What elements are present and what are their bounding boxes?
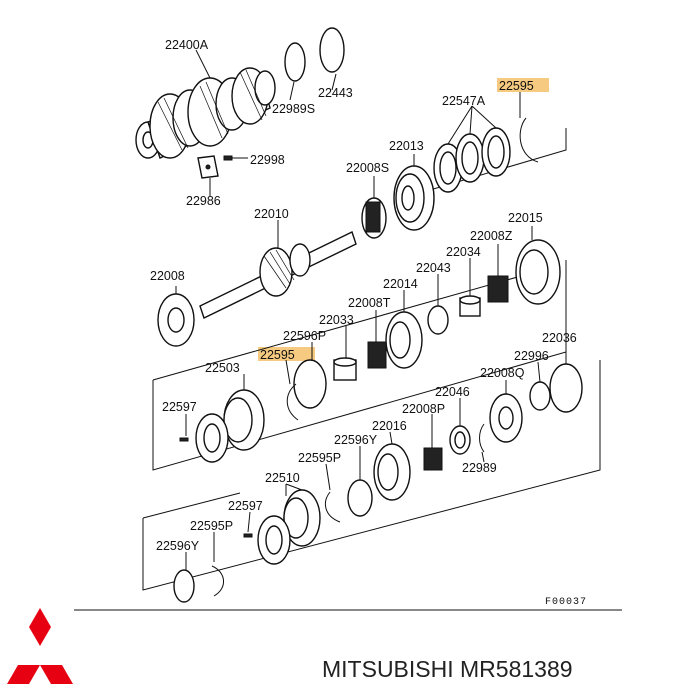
highlight-22595-mid xyxy=(258,347,315,361)
label-22596p: 22596P xyxy=(283,329,326,343)
part-number-text: MITSUBISHI MR581389 xyxy=(322,656,573,682)
ring-22036 xyxy=(549,363,583,413)
snap-ring-22595-top xyxy=(519,117,539,163)
label-22008z: 22008Z xyxy=(470,229,513,243)
gear-22013 xyxy=(393,165,435,231)
label-22596y-b: 22596Y xyxy=(156,539,200,553)
gear-22016 xyxy=(373,443,411,501)
label-22597-a: 22597 xyxy=(162,400,197,414)
counter-shaft-22010 xyxy=(199,231,357,319)
ring-22443 xyxy=(319,27,345,73)
bearing-22008 xyxy=(157,293,195,347)
synchro-22547a xyxy=(433,127,511,193)
label-22014: 22014 xyxy=(383,277,418,291)
label-22443: 22443 xyxy=(318,86,353,100)
sleeve-22046 xyxy=(449,425,471,455)
gear-22014 xyxy=(385,311,423,369)
main-shaft-assembly xyxy=(135,67,276,159)
gear-22015 xyxy=(515,239,561,305)
label-22547a: 22547A xyxy=(442,94,486,108)
label-22046: 22046 xyxy=(435,385,470,399)
label-22013: 22013 xyxy=(389,139,424,153)
label-22400a: 22400A xyxy=(165,38,209,52)
mitsubishi-logo xyxy=(7,608,73,684)
key-22597-b xyxy=(243,533,253,538)
ring-22596y-b xyxy=(173,569,195,603)
label-22989s: 22989S xyxy=(272,102,315,116)
label-22008p: 22008P xyxy=(402,402,445,416)
label-22015: 22015 xyxy=(508,211,543,225)
label-22008: 22008 xyxy=(150,269,185,283)
label-22986: 22986 xyxy=(186,194,221,208)
logo-diamond-right xyxy=(40,665,73,684)
label-22595p-b: 22595P xyxy=(190,519,233,533)
snap-ring-22595p-a xyxy=(324,491,341,523)
label-22008s: 22008S xyxy=(346,161,389,175)
label-22595-mid: 22595 xyxy=(260,348,295,362)
label-22036: 22036 xyxy=(542,331,577,345)
logo-diamond-top xyxy=(29,608,51,646)
bearing-22008s xyxy=(361,197,387,239)
synchro-22510 xyxy=(257,489,321,565)
ring-22596p xyxy=(293,359,327,409)
part-labels: 22400A 22443 22989S 22998 22986 22595 22… xyxy=(150,38,577,553)
label-22010: 22010 xyxy=(254,207,289,221)
logo-diamond-left xyxy=(7,665,40,684)
synchro-22503 xyxy=(195,389,265,463)
figure-code: F00037 xyxy=(545,597,587,608)
snap-ring-22989s xyxy=(284,42,306,82)
label-22597-b: 22597 xyxy=(228,499,263,513)
sleeve-22034 xyxy=(459,295,481,317)
bearing-22008q xyxy=(489,393,523,443)
ring-22596y-a xyxy=(347,479,373,517)
label-22996: 22996 xyxy=(514,349,549,363)
bearing-22008z xyxy=(487,275,509,303)
plate-22986 xyxy=(197,155,219,179)
key-22597-a xyxy=(179,437,189,442)
label-22033: 22033 xyxy=(319,313,354,327)
label-22595-top: 22595 xyxy=(499,79,534,93)
label-22596y-a: 22596Y xyxy=(334,433,378,447)
ring-22996 xyxy=(529,381,551,411)
label-22989: 22989 xyxy=(462,461,497,475)
leader-lines xyxy=(175,49,567,570)
snap-ring-22595-mid xyxy=(286,383,299,421)
label-22998: 22998 xyxy=(250,153,285,167)
label-22008q: 22008Q xyxy=(480,366,525,380)
snap-ring-22595p-b xyxy=(211,565,224,597)
label-22043: 22043 xyxy=(416,261,451,275)
label-22008t: 22008T xyxy=(348,296,391,310)
washer-22043 xyxy=(427,305,449,335)
highlight-22595-top xyxy=(497,78,549,92)
bearing-22008p xyxy=(423,447,443,471)
label-22016: 22016 xyxy=(372,419,407,433)
label-22503: 22503 xyxy=(205,361,240,375)
label-22595p-a: 22595P xyxy=(298,451,341,465)
snap-ring-22989 xyxy=(479,423,485,453)
label-22034: 22034 xyxy=(446,245,481,259)
sleeve-22033 xyxy=(333,357,357,381)
label-22510: 22510 xyxy=(265,471,300,485)
bearing-22008t xyxy=(367,341,387,369)
